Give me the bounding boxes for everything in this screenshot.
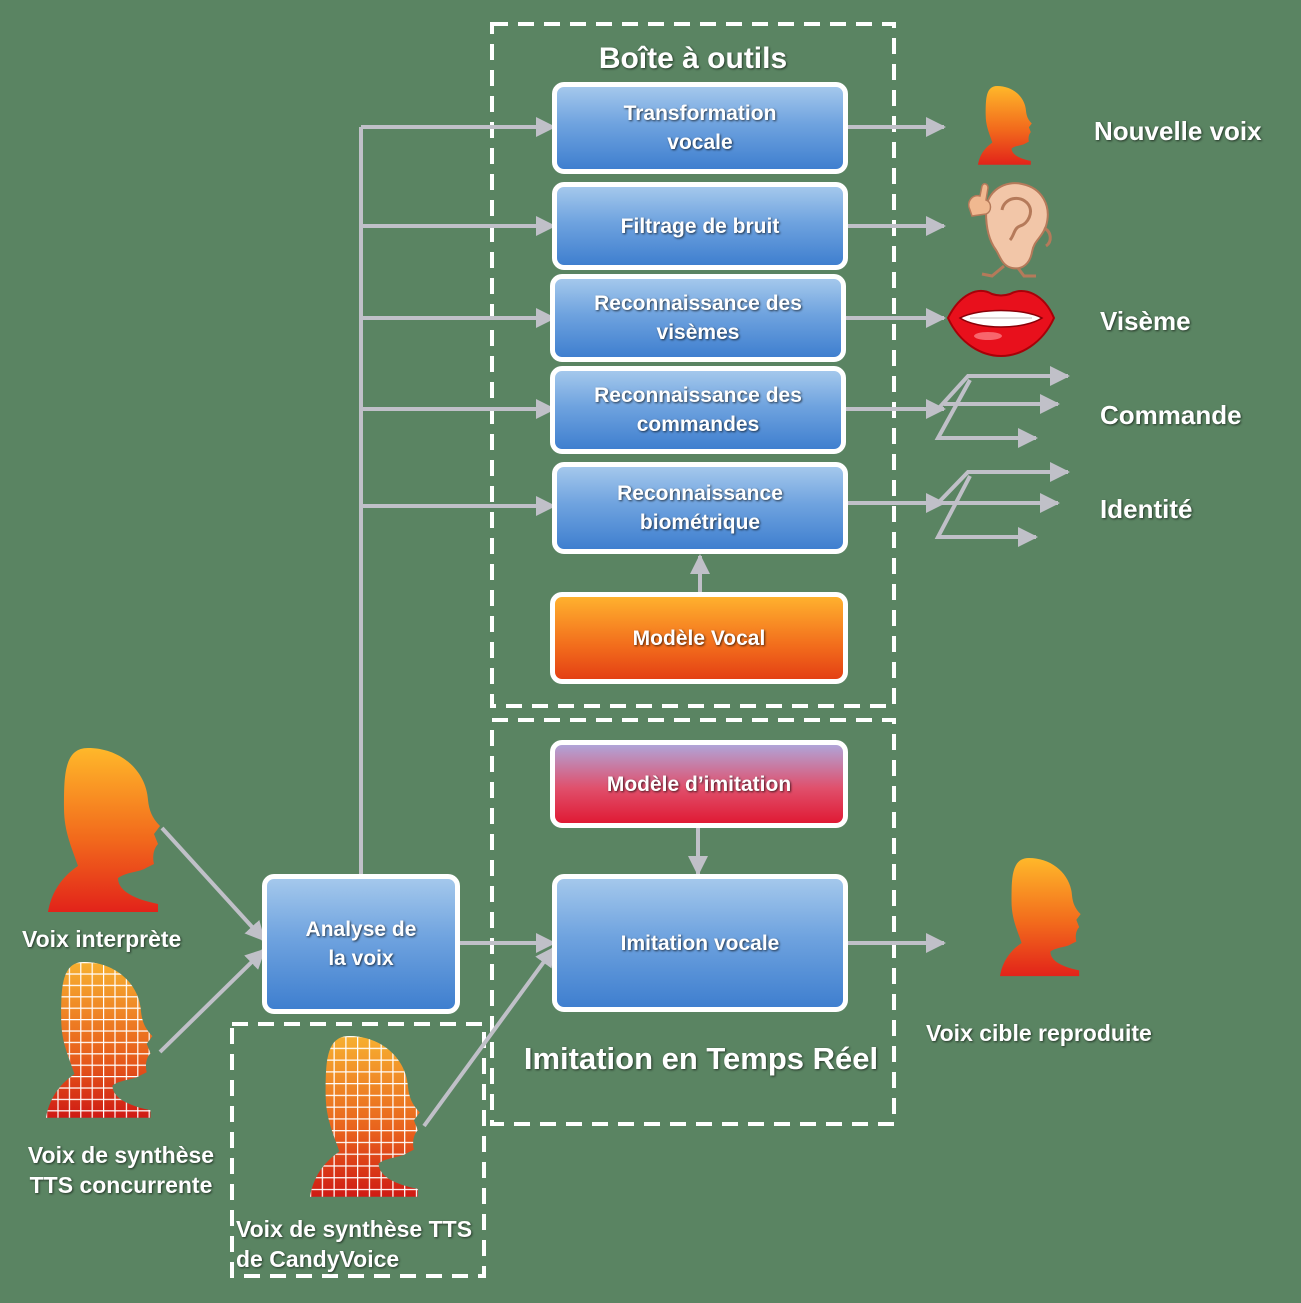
toolbox-title: Boîte à outils <box>598 42 788 75</box>
module-modele-vocal[interactable]: Modèle Vocal <box>550 592 848 684</box>
output-viseme: Visème <box>1100 306 1191 336</box>
grid-head-icon-tts-concurrente <box>46 962 153 1118</box>
candyvoice-group <box>230 1022 486 1278</box>
input-tts-concurrente: Voix de synthèse TTS concurrente <box>27 1142 215 1198</box>
output-commande: Commande <box>1100 400 1242 430</box>
module-transformation-vocale[interactable]: Transformation vocale <box>552 82 848 174</box>
lips-icon <box>946 290 1056 358</box>
module-modele-imitation[interactable]: Modèle d’imitation <box>550 740 848 828</box>
toolbox-group <box>490 22 896 708</box>
arrow-interprete-to-analyse <box>160 826 266 942</box>
identite-fan-bottom <box>934 475 1038 547</box>
commande-fan-top <box>936 366 1070 411</box>
identite-fan-top <box>936 462 1070 505</box>
realtime-title: Imitation en Temps Réel <box>523 1041 879 1076</box>
realtime-group <box>490 718 896 1126</box>
output-nouvelle-voix: Nouvelle voix <box>1094 116 1262 146</box>
output-identite: Identité <box>1100 494 1193 524</box>
head-icon-interprete <box>48 748 160 912</box>
ear-icon <box>968 182 1052 278</box>
module-reconnaissance-visemes[interactable]: Reconnaissance des visèmes <box>550 274 846 362</box>
input-tts-candyvoice: Voix de synthèse TTS de CandyVoice <box>236 1216 473 1272</box>
arrow-tts-to-analyse <box>158 948 266 1054</box>
head-icon-nouvelle-voix <box>978 86 1032 165</box>
module-imitation-vocale[interactable]: Imitation vocale <box>552 874 848 1012</box>
module-analyse-de-la-voix[interactable]: Analyse de la voix <box>262 874 460 1014</box>
module-filtrage-de-bruit[interactable]: Filtrage de bruit <box>552 182 848 270</box>
arrow-candy-to-imitation <box>422 946 556 1128</box>
head-icon-voix-cible <box>1000 858 1081 977</box>
output-voix-cible: Voix cible reproduite <box>926 1020 1152 1046</box>
module-reconnaissance-biometrique[interactable]: Reconnaissance biométrique <box>552 462 848 554</box>
grid-head-icon-tts-candyvoice <box>310 1036 420 1197</box>
input-voix-interprete: Voix interprète <box>22 926 182 952</box>
module-reconnaissance-commandes[interactable]: Reconnaissance des commandes <box>550 366 846 454</box>
commande-fan-bottom <box>934 379 1038 448</box>
